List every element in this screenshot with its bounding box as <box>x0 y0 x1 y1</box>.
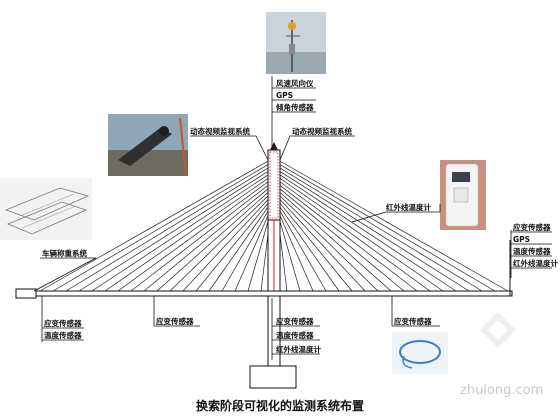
tower-strain-label: 应变传感器 <box>276 316 314 326</box>
tilt-sensor-label: 倾角传感器 <box>275 102 314 112</box>
right-strain-label: 应变传感器 <box>513 222 551 232</box>
mid-strain-label-right: 应变传感器 <box>394 316 432 326</box>
cable-left <box>117 180 271 292</box>
cable-left <box>91 173 271 292</box>
cable-right <box>277 183 418 292</box>
video-camera-photo <box>108 114 188 177</box>
cable-right <box>277 214 301 292</box>
cable-left <box>143 186 271 292</box>
cable-right <box>277 200 353 292</box>
cable-left <box>234 210 271 292</box>
cable-right <box>277 197 366 292</box>
temperature-sensor-photo <box>392 332 448 374</box>
cable-right <box>277 159 509 292</box>
diagram-caption: 换索阶段可视化的监测系统布置 <box>196 398 364 413</box>
cable-right <box>277 190 392 292</box>
watermark-logo <box>480 312 516 348</box>
cable-left <box>169 193 271 292</box>
cable-right <box>277 176 444 292</box>
video-label-left: 动态视频监视系统 <box>190 126 250 136</box>
cable-left <box>221 207 271 292</box>
infrared-label-top: 红外线温度计 <box>386 202 431 212</box>
cable-right <box>277 210 314 292</box>
cable-right <box>277 166 483 292</box>
cable-left <box>130 183 271 292</box>
cable-left <box>156 190 271 292</box>
cable-left <box>247 214 271 292</box>
bridge-deck <box>15 240 513 299</box>
tower-infrared-label: 红外线温度计 <box>276 344 321 354</box>
cable-right <box>277 203 340 292</box>
anemometer-photo <box>266 12 326 74</box>
pylon <box>249 142 297 389</box>
cable-right <box>277 173 457 292</box>
right-infrared-label: 红外线温度计 <box>513 258 558 268</box>
cable-left <box>104 176 271 292</box>
cable-left <box>52 163 271 292</box>
stay-cables <box>39 159 509 292</box>
weigh-station-photo <box>0 178 92 240</box>
cable-right <box>277 207 327 292</box>
cable-left <box>78 169 271 292</box>
tower-temp-label: 温度传感器 <box>276 330 314 340</box>
mid-strain-label-left: 应变传感器 <box>156 316 194 326</box>
cable-left <box>39 159 271 292</box>
leader-lines <box>33 76 552 360</box>
cable-right <box>277 169 470 292</box>
cable-right <box>277 193 379 292</box>
cable-right <box>277 180 431 292</box>
anemometer-label: 风速风向仪 <box>276 78 314 88</box>
weigh-system-label: 车辆称重系统 <box>42 248 87 258</box>
cable-left <box>65 166 271 292</box>
gps-label-top: GPS <box>276 91 293 100</box>
cable-left <box>195 200 271 292</box>
cable-right <box>277 163 496 292</box>
right-temp-label: 温度传感器 <box>513 246 551 256</box>
watermark-text: zhulong.com <box>460 383 543 398</box>
left-temp-label: 温度传感器 <box>44 330 82 340</box>
cable-right <box>277 186 405 292</box>
video-label-right: 动态视频监视系统 <box>292 126 352 136</box>
left-strain-label: 应变传感器 <box>44 318 82 328</box>
cable-left <box>208 203 271 292</box>
cable-left <box>182 197 271 292</box>
infrared-thermometer-photo <box>440 160 486 230</box>
right-gps-label: GPS <box>513 235 530 244</box>
